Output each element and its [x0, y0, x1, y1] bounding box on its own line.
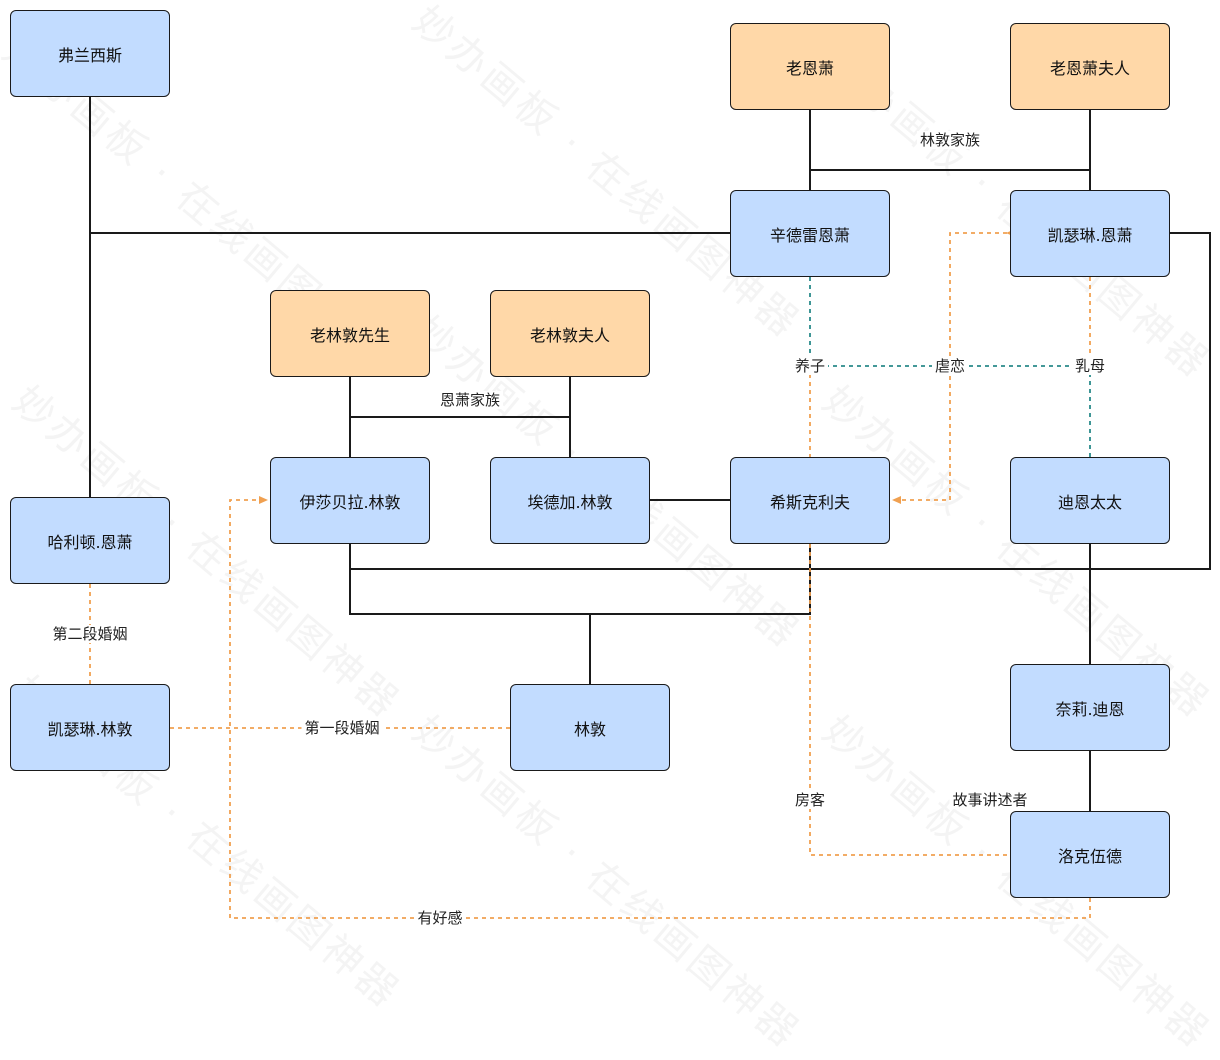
edge-abusive-love: [892, 229, 1015, 504]
node-label: 老恩萧: [785, 58, 834, 78]
node-label: 奈莉.迪恩: [1055, 699, 1125, 719]
node-isabella[interactable]: 伊莎贝拉.林敦: [270, 457, 430, 544]
node-mrs-dean[interactable]: 迪恩太太: [1010, 457, 1170, 544]
edge-isabella-heathcliff-linton: [349, 544, 811, 615]
node-hareton[interactable]: 哈利顿.恩萧: [10, 497, 170, 584]
node-label: 辛德雷恩萧: [769, 225, 850, 245]
node-label: 凯瑟琳.恩萧: [1047, 225, 1133, 245]
node-nelly[interactable]: 奈莉.迪恩: [1010, 664, 1170, 751]
edge-old-earnshaw-couple: [809, 110, 1091, 171]
node-francis[interactable]: 弗兰西斯: [10, 10, 170, 97]
node-hindley[interactable]: 辛德雷恩萧: [730, 190, 890, 277]
node-label: 老林敦夫人: [529, 325, 610, 345]
edge-old-linton-couple: [349, 377, 571, 418]
label-nanny: 乳母: [1071, 357, 1109, 375]
label-affection: 有好感: [414, 909, 466, 927]
edge-linton-children: [349, 417, 571, 457]
edge-francis-hindley: [89, 97, 730, 234]
node-catherine-linton[interactable]: 凯瑟琳.林敦: [10, 684, 170, 771]
edge-catherine-isabella: [349, 232, 1211, 570]
node-label: 伊莎贝拉.林敦: [299, 492, 401, 512]
label-adopted-son: 养子: [791, 357, 829, 375]
node-catherine-earnshaw[interactable]: 凯瑟琳.恩萧: [1010, 190, 1170, 277]
node-label: 希斯克利夫: [769, 492, 850, 512]
label-tenant: 房客: [791, 791, 829, 809]
node-lockwood[interactable]: 洛克伍德: [1010, 811, 1170, 898]
label-earnshaw-family: 恩萧家族: [436, 391, 504, 409]
node-label: 老林敦先生: [309, 325, 390, 345]
label-linton-family: 林敦家族: [916, 131, 984, 149]
node-old-linton-wife[interactable]: 老林敦夫人: [490, 290, 650, 377]
node-label: 哈利顿.恩萧: [47, 532, 133, 552]
node-edgar[interactable]: 埃德加.林敦: [490, 457, 650, 544]
label-first-marriage: 第一段婚姻: [301, 719, 383, 737]
node-label: 弗兰西斯: [57, 45, 122, 65]
label-storyteller: 故事讲述者: [949, 791, 1031, 809]
node-linton[interactable]: 林敦: [510, 684, 670, 771]
node-label: 埃德加.林敦: [527, 492, 613, 512]
node-heathcliff[interactable]: 希斯克利夫: [730, 457, 890, 544]
node-old-earnshaw-wife[interactable]: 老恩萧夫人: [1010, 23, 1170, 110]
node-label: 凯瑟琳.林敦: [47, 719, 133, 739]
node-label: 洛克伍德: [1057, 846, 1122, 866]
label-second-marriage: 第二段婚姻: [49, 625, 131, 643]
node-old-earnshaw[interactable]: 老恩萧: [730, 23, 890, 110]
edge-affection: [229, 496, 1091, 919]
node-label: 林敦: [573, 719, 606, 739]
node-old-linton[interactable]: 老林敦先生: [270, 290, 430, 377]
label-abusive-love: 虐恋: [931, 357, 969, 375]
node-label: 老恩萧夫人: [1049, 58, 1130, 78]
node-label: 迪恩太太: [1057, 492, 1122, 512]
